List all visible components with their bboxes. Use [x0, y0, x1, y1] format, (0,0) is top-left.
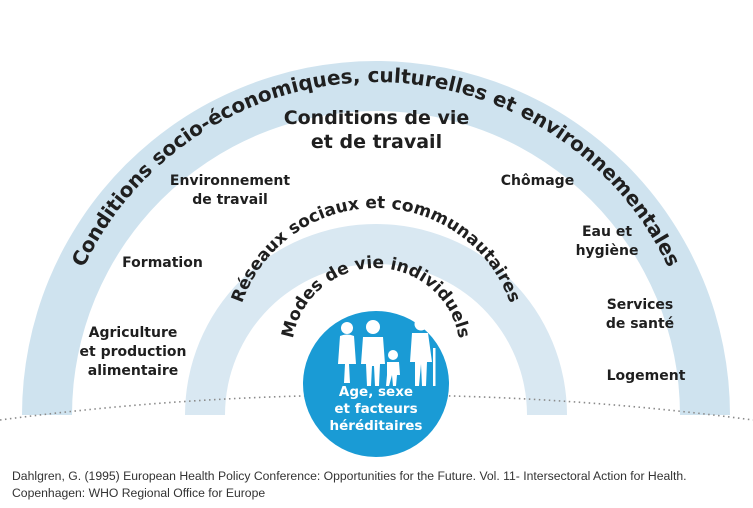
- factor-chomage: Chômage: [500, 173, 575, 189]
- factor-eau-hygiene: Eau et hygiène: [575, 224, 639, 259]
- core-factors-label: Age, sexe et facteurs héréditaires: [329, 384, 423, 434]
- people-icon: [338, 317, 436, 386]
- living-conditions-title: Conditions de vie et de travail: [283, 107, 470, 153]
- factor-environnement-travail: Environnement de travail: [169, 173, 291, 208]
- factor-logement: Logement: [606, 368, 686, 384]
- citation: Dahlgren, G. (1995) European Health Poli…: [12, 469, 687, 500]
- factor-agriculture: Agriculture et production alimentaire: [79, 325, 187, 379]
- outer-band: [22, 61, 730, 415]
- factor-formation: Formation: [122, 255, 203, 271]
- social-band: [185, 224, 567, 415]
- factor-services-sante: Services de santé: [605, 297, 675, 332]
